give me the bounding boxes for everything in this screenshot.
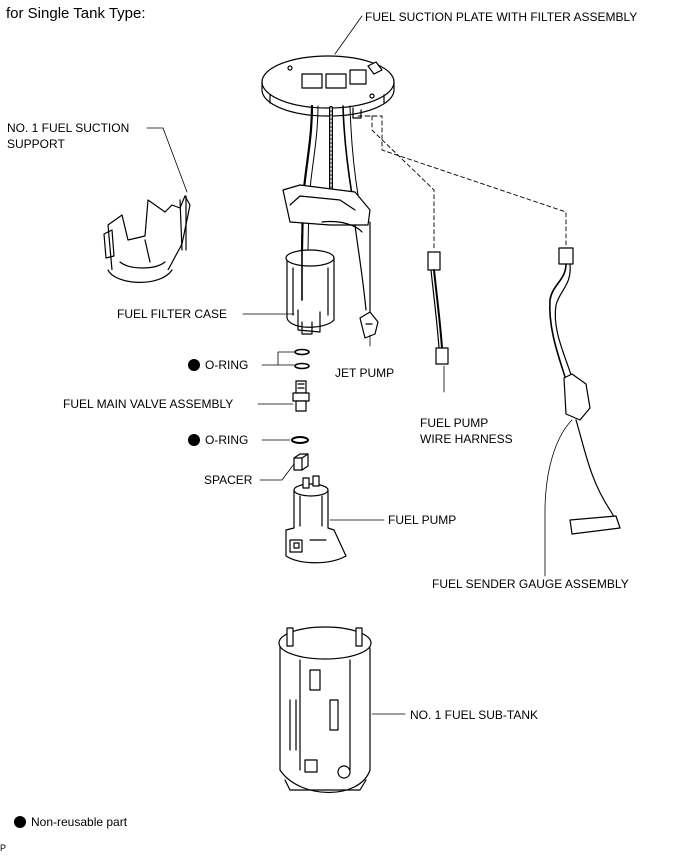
- label-fuel-pump: FUEL PUMP: [388, 513, 457, 527]
- label-fuel-main-valve-assembly: FUEL MAIN VALVE ASSEMBLY: [63, 397, 234, 411]
- footer-mark: P: [0, 843, 7, 853]
- o-ring-1b-part: [294, 362, 310, 370]
- label-o-ring-2-text: O-RING: [205, 433, 249, 447]
- non-reusable-dot-icon: [188, 359, 200, 371]
- label-fuel-pump-wire-harness-line2: WIRE HARNESS: [420, 432, 513, 446]
- label-no1-fuel-suction-support-line2: SUPPORT: [7, 137, 65, 151]
- page-title: for Single Tank Type:: [6, 5, 146, 22]
- label-o-ring-1-text: O-RING: [205, 358, 249, 372]
- label-jet-pump: JET PUMP: [335, 366, 395, 380]
- leader-fuel-suction-plate: [334, 15, 363, 55]
- o-ring-2-part: [291, 436, 309, 444]
- spacer-part: [293, 453, 309, 471]
- fuel-pump-wire-harness-part: [427, 251, 449, 365]
- leader-suction-support: [146, 127, 188, 193]
- fuel-pump-part: [285, 475, 347, 564]
- o-ring-1-part: [294, 348, 310, 356]
- label-o-ring-1: O-RING: [188, 358, 248, 373]
- non-reusable-dot-icon: [188, 434, 200, 446]
- fuel-sender-gauge-part: [549, 247, 621, 535]
- label-fuel-sender-gauge-assembly: FUEL SENDER GAUGE ASSEMBLY: [432, 577, 629, 591]
- leader-lines: [242, 313, 573, 715]
- label-fuel-pump-wire-harness-line1: FUEL PUMP: [420, 416, 489, 430]
- label-fuel-filter-case: FUEL FILTER CASE: [117, 307, 228, 321]
- label-fuel-suction-plate: FUEL SUCTION PLATE WITH FILTER ASSEMBLY: [365, 10, 638, 24]
- label-no1-fuel-sub-tank: NO. 1 FUEL SUB-TANK: [410, 708, 539, 722]
- fuel-suction-plate-part: [261, 55, 395, 119]
- legend: Non-reusable part: [14, 815, 127, 830]
- label-o-ring-2: O-RING: [188, 433, 248, 448]
- fuel-filter-case-part: [282, 184, 371, 335]
- label-spacer: SPACER: [204, 473, 253, 487]
- legend-text: Non-reusable part: [31, 815, 128, 829]
- label-no1-fuel-suction-support-line1: NO. 1 FUEL SUCTION: [7, 121, 130, 135]
- fuel-suction-support-part: [103, 195, 191, 283]
- jet-pump-part: [359, 311, 379, 339]
- dashed-connector-lines: [357, 115, 567, 251]
- non-reusable-dot-icon: [14, 816, 26, 828]
- fuel-sub-tank-part: [278, 626, 372, 794]
- fuel-main-valve-part: [292, 380, 310, 412]
- pump-tubes: [300, 104, 359, 252]
